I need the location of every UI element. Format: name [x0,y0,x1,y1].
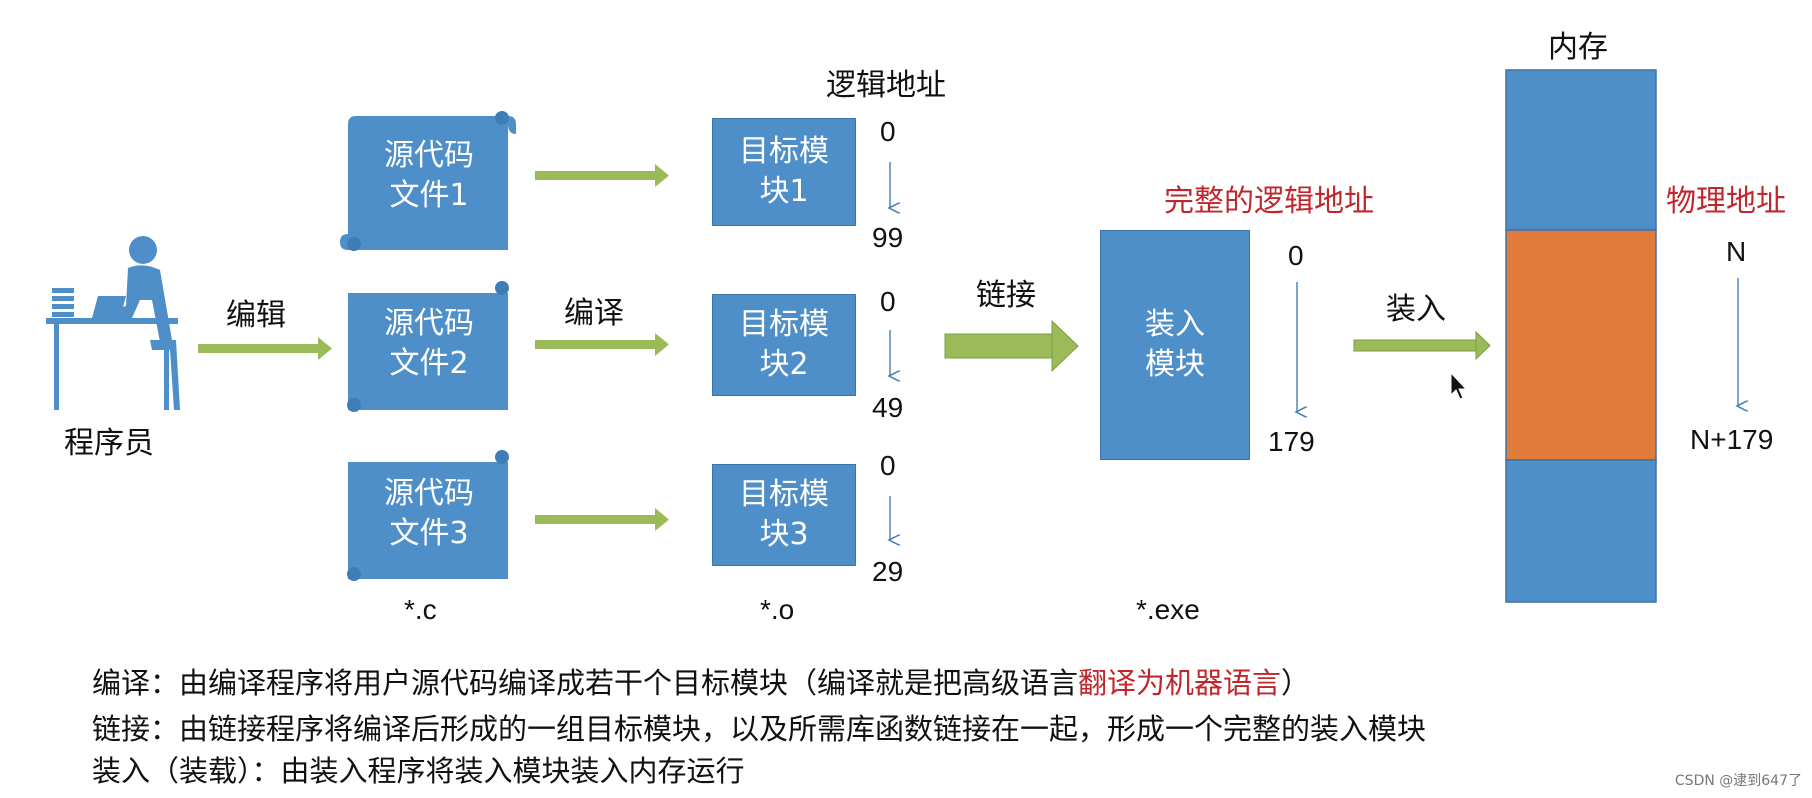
load-label: 装入 [1386,292,1446,327]
compile-arrow-1 [535,164,669,187]
edit-arrow [198,337,332,360]
object-module-1-line1: 目标模 [739,134,829,169]
load-module-end-address: 179 [1268,426,1315,457]
object-module-2-line1: 目标模 [739,307,829,342]
object-module-3: 目标模 块3 [712,464,856,566]
note-compile: 编译：由编译程序将用户源代码编译成若干个目标模块（编译就是把高级语言翻译为机器语… [92,660,1310,702]
edit-label: 编辑 [226,298,286,333]
physical-start-address: N [1726,236,1747,267]
load-arrow [1353,330,1491,361]
link-label: 链接 [976,278,1036,313]
note-load: 装入（装载）：由装入程序将装入模块装入内存运行 [92,754,745,788]
extension-c: *.c [404,594,437,625]
object-module-3-line2: 块3 [759,517,809,552]
compile-arrow-3 [535,508,669,531]
compile-label: 编译 [564,296,624,331]
extension-o: *.o [760,594,795,625]
physical-end-address: N+179 [1690,424,1774,455]
module-2-start-address: 0 [880,286,896,317]
watermark: CSDN @逮到647了 [1674,773,1802,789]
note-compile-prefix: 编译：由编译程序将用户源代码编译成若干个目标模块（编译就是把高级语言 [92,666,1079,700]
mouse-cursor-icon [1450,371,1468,400]
source-file-2-line1: 源代码 [384,306,474,341]
programmer-label: 程序员 [64,426,154,461]
source-scroll-3 [347,450,509,581]
source-file-3-line1: 源代码 [384,476,474,511]
source-file-3: 源代码 文件3 [360,474,498,554]
source-file-1: 源代码 文件1 [360,136,498,216]
load-module-start-address: 0 [1288,240,1304,271]
memory-title: 内存 [1548,30,1608,65]
load-module-line1: 装入 [1145,307,1205,342]
note-compile-suffix: ） [1281,666,1311,700]
load-module: 装入 模块 [1100,230,1250,460]
module-1-end-address: 99 [872,222,904,253]
module-3-start-address: 0 [880,450,896,481]
source-file-3-line2: 文件3 [389,516,469,551]
object-module-3-line1: 目标模 [739,477,829,512]
module-2-end-address: 49 [872,392,904,423]
compile-arrow-2 [535,333,669,356]
module-1-start-address: 0 [880,116,896,147]
memory-block [1505,69,1657,603]
source-scroll-2 [347,281,509,412]
source-file-2-line2: 文件2 [389,346,469,381]
complete-logical-address-title: 完整的逻辑地址 [1164,184,1374,219]
module-3-end-address: 29 [872,556,904,587]
logical-address-title: 逻辑地址 [826,68,946,103]
load-module-line2: 模块 [1145,347,1205,382]
object-module-2: 目标模 块2 [712,294,856,396]
source-file-2: 源代码 文件2 [360,304,498,384]
object-module-1-line2: 块1 [759,174,809,209]
object-module-1: 目标模 块1 [712,118,856,226]
note-link: 链接：由链接程序将编译后形成的一组目标模块，以及所需库函数链接在一起，形成一个完… [92,712,1427,746]
note-compile-highlight: 翻译为机器语言 [1078,666,1282,700]
link-arrow [944,319,1079,373]
source-file-1-line2: 文件1 [389,178,469,213]
source-file-1-line1: 源代码 [384,138,474,173]
physical-address-title: 物理地址 [1666,184,1786,219]
object-module-2-line2: 块2 [759,347,809,382]
extension-exe: *.exe [1136,594,1200,625]
programmer-icon [46,236,180,410]
source-scroll-1 [340,111,516,251]
